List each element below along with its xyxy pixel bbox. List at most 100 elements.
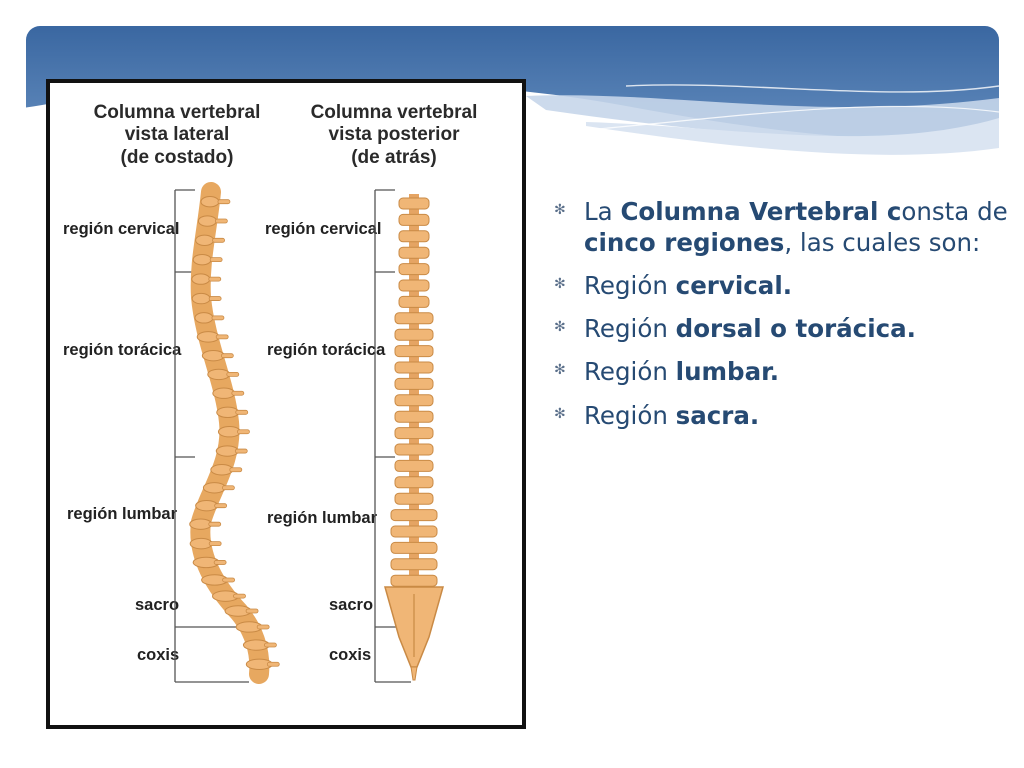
- spinous-process: [214, 218, 228, 224]
- posterior-label-sacrum: sacro: [329, 596, 373, 614]
- spinous-process: [208, 541, 222, 547]
- bullet-text: La: [584, 197, 621, 226]
- vertebra: [192, 253, 212, 266]
- asterisk-icon: ✻: [554, 319, 566, 336]
- posterior-view-title: Columna vertebral vista posterior (de at…: [311, 102, 478, 168]
- svg-text:(de costado): (de costado): [121, 147, 234, 168]
- vertebra: [191, 292, 211, 305]
- lateral-label-thoracic: región torácica: [63, 341, 182, 359]
- lateral-label-cervical: región cervical: [63, 220, 179, 238]
- vertebra: [394, 476, 434, 489]
- bullet-bold-text: cervical.: [675, 271, 793, 301]
- bullet-item: ✻ Región cervical.: [552, 270, 1012, 301]
- spinous-process: [208, 296, 222, 301]
- vertebra: [390, 509, 438, 522]
- spinous-process: [211, 315, 225, 321]
- spinous-process: [208, 276, 222, 282]
- spinous-process: [222, 577, 236, 583]
- vertebra: [194, 312, 214, 324]
- vertebra: [394, 361, 434, 374]
- bullet-bold-text: Columna Vertebral c: [620, 197, 902, 226]
- spinous-process: [220, 353, 234, 359]
- bullet-text: Región: [584, 271, 676, 301]
- bullet-text: Región: [584, 400, 676, 430]
- spinous-process: [226, 372, 240, 377]
- svg-text:vista lateral: vista lateral: [125, 124, 230, 145]
- spinous-process: [222, 485, 235, 491]
- bullet-bold-text: cinco regiones: [584, 228, 785, 258]
- svg-text:Columna vertebral: Columna vertebral: [311, 102, 478, 123]
- posterior-label-thoracic: región torácica: [267, 341, 386, 359]
- lateral-region-brackets: [174, 189, 249, 683]
- vertebra: [195, 234, 215, 247]
- posterior-region-brackets: [374, 189, 411, 683]
- posterior-label-coccyx: coxis: [329, 646, 371, 664]
- vertebra: [394, 377, 434, 390]
- vertebra: [394, 427, 434, 440]
- spinous-process: [208, 521, 222, 527]
- vertebra: [394, 459, 434, 472]
- vertebra: [394, 443, 434, 456]
- vertebra: [398, 246, 430, 259]
- spinous-process: [266, 661, 280, 667]
- svg-text:vista posterior: vista posterior: [329, 124, 461, 145]
- vertebra: [394, 410, 434, 423]
- vertebra: [390, 574, 438, 587]
- lateral-label-lumbar: región lumbar: [67, 505, 178, 523]
- lateral-spine-illustration: [189, 182, 280, 684]
- vertebra: [398, 263, 430, 276]
- vertebra: [398, 197, 430, 210]
- spinous-process: [235, 409, 249, 415]
- vertebra: [390, 525, 438, 538]
- vertebra: [398, 295, 430, 308]
- spinous-process: [213, 560, 227, 565]
- vertebra: [394, 328, 434, 341]
- asterisk-icon: ✻: [554, 202, 566, 218]
- lateral-view-title: Columna vertebral vista lateral (de cost…: [94, 102, 261, 168]
- spinous-process: [209, 257, 223, 263]
- posterior-label-cervical: región cervical: [265, 220, 381, 238]
- vertebra: [390, 541, 438, 554]
- vertebra: [200, 195, 220, 208]
- spinous-process: [215, 334, 229, 340]
- asterisk-icon: ✻: [554, 362, 566, 379]
- bullet-text: onsta de: [901, 197, 1008, 226]
- spinous-process: [237, 429, 250, 435]
- bullet-item: ✻ Región dorsal o torácica.: [552, 313, 1012, 344]
- bullet-bold-text: lumbar.: [675, 357, 780, 387]
- asterisk-icon: ✻: [554, 276, 566, 293]
- spinous-process: [245, 608, 259, 614]
- bullet-bold-text: dorsal o torácica.: [675, 314, 916, 344]
- vertebra: [398, 213, 430, 226]
- svg-text:Columna vertebral: Columna vertebral: [94, 102, 261, 123]
- vertebra: [398, 230, 430, 243]
- bullet-text: , las cuales son:: [784, 228, 981, 258]
- bullet-item: ✻ Región sacra.: [552, 400, 1012, 431]
- spinous-process: [212, 237, 225, 243]
- lateral-label-sacrum: sacro: [135, 596, 179, 614]
- vertebra: [394, 394, 434, 407]
- vertebra: [191, 273, 211, 285]
- posterior-label-lumbar: región lumbar: [267, 509, 378, 527]
- spinous-process: [231, 390, 245, 396]
- bullet-bold-text: sacra.: [675, 400, 760, 430]
- bullet-text: Región: [584, 314, 676, 344]
- spine-figure: Columna vertebral vista lateral (de cost…: [46, 79, 526, 729]
- vertebra: [390, 558, 438, 571]
- spinous-process: [233, 593, 246, 599]
- vertebra: [394, 345, 434, 358]
- spinous-process: [229, 467, 243, 473]
- bullet-item: ✻ La Columna Vertebral consta de cinco re…: [552, 196, 1012, 258]
- spinous-process: [264, 642, 277, 648]
- bullet-list: ✻ La Columna Vertebral consta de cinco re…: [552, 196, 1012, 443]
- vertebra: [394, 312, 434, 325]
- bullet-text: Región: [584, 357, 676, 387]
- bullet-item: ✻ Región lumbar.: [552, 356, 1012, 387]
- svg-text:(de atrás): (de atrás): [351, 147, 437, 168]
- spinous-process: [214, 503, 228, 509]
- vertebra: [398, 279, 430, 292]
- posterior-spine-illustration: [384, 194, 444, 681]
- spinous-process: [256, 624, 270, 630]
- asterisk-icon: ✻: [554, 405, 566, 422]
- spinous-process: [234, 448, 248, 454]
